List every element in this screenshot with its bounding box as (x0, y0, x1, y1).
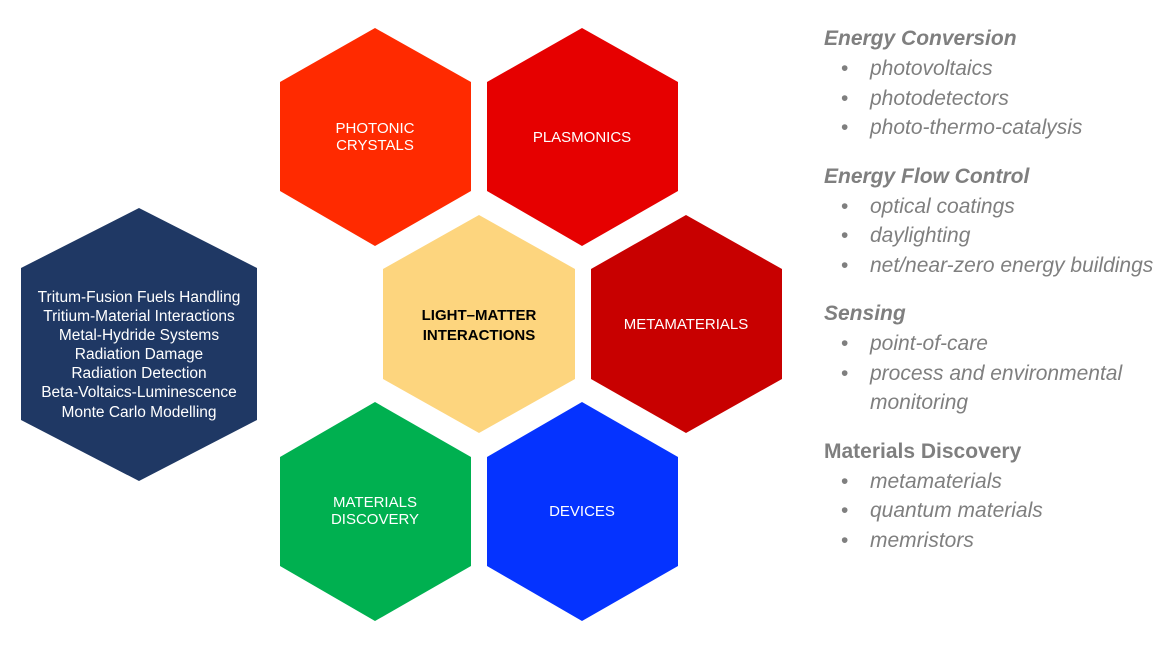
photonic-crystals-line-1: PHOTONIC (336, 120, 415, 137)
metamaterials-hexagon: METAMATERIALS (591, 215, 782, 433)
topic-title: Energy Flow Control (824, 164, 1030, 188)
topic-sensing: Sensing point-of-care process and enviro… (824, 299, 1154, 418)
list-item: quantum materials (824, 496, 1154, 526)
topic-title: Sensing (824, 302, 906, 325)
tritium-line-3: Metal-Hydride Systems (59, 327, 219, 344)
topic-energy-conversion: Energy Conversion photovoltaics photodet… (824, 24, 1154, 143)
list-item: process and environmental monitoring (824, 359, 1154, 418)
materials-discovery-line-2: DISCOVERY (331, 511, 419, 528)
plasmonics-label: PLASMONICS (533, 129, 631, 146)
light-matter-line-1: LIGHT–MATTER (422, 307, 537, 324)
materials-discovery-hexagon: MATERIALS DISCOVERY (280, 402, 471, 621)
tritium-line-4: Radiation Damage (75, 346, 203, 363)
topic-energy-flow-control: Energy Flow Control optical coatings day… (824, 162, 1154, 281)
list-item: point-of-care (824, 329, 1154, 359)
photonic-crystals-hexagon: PHOTONIC CRYSTALS (280, 28, 471, 246)
topic-title: Materials Discovery (824, 439, 1022, 463)
tritium-hexagon: Tritum-Fusion Fuels Handling Tritium-Mat… (21, 208, 257, 481)
light-matter-line-2: INTERACTIONS (423, 327, 536, 344)
light-matter-hexagon: LIGHT–MATTER INTERACTIONS (383, 215, 575, 433)
list-item: photovoltaics (824, 54, 1154, 84)
devices-hexagon: DEVICES (487, 402, 678, 621)
plasmonics-hexagon: PLASMONICS (487, 28, 678, 246)
tritium-line-1: Tritum-Fusion Fuels Handling (38, 289, 241, 306)
list-item: memristors (824, 526, 1154, 556)
materials-discovery-line-1: MATERIALS (333, 494, 417, 511)
topic-title: Energy Conversion (824, 27, 1017, 50)
tritium-line-7: Monte Carlo Modelling (61, 404, 216, 421)
list-item: optical coatings (824, 192, 1154, 222)
topic-list: Energy Conversion photovoltaics photodet… (824, 24, 1154, 574)
photonic-crystals-line-2: CRYSTALS (336, 137, 414, 154)
list-item: daylighting (824, 221, 1154, 251)
metamaterials-label: METAMATERIALS (624, 316, 748, 333)
tritium-line-5: Radiation Detection (71, 365, 206, 382)
topic-materials-discovery: Materials Discovery metamaterials quantu… (824, 437, 1154, 556)
tritium-line-2: Tritium-Material Interactions (43, 308, 235, 325)
hexagon-diagram: Tritum-Fusion Fuels Handling Tritium-Mat… (21, 28, 782, 621)
list-item: photo-thermo-catalysis (824, 113, 1154, 143)
tritium-line-6: Beta-Voltaics-Luminescence (41, 384, 237, 401)
list-item: metamaterials (824, 467, 1154, 497)
list-item: photodetectors (824, 84, 1154, 114)
list-item: net/near-zero energy buildings (824, 251, 1154, 281)
devices-label: DEVICES (549, 503, 615, 520)
